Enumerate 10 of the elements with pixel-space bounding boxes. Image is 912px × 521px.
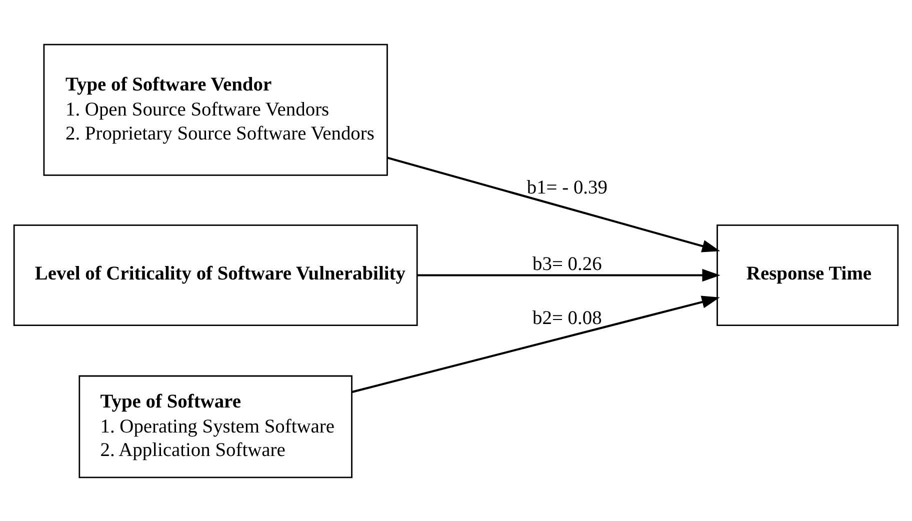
node-box: Type of Software 1. Operating System Software 2. Application Software xyxy=(78,374,352,478)
edge-label: b1= - 0.39 xyxy=(526,177,608,198)
arrow xyxy=(387,156,720,252)
arrow xyxy=(352,295,720,393)
edge-label: b3= 0.26 xyxy=(532,253,602,274)
node-box: Level of Criticality of Software Vulnerability xyxy=(13,224,418,326)
node-box: Type of Software Vendor 1. Open Source Software Vendors 2. Proprietary Source Software Vendors xyxy=(43,43,388,176)
node-box: Response Time xyxy=(716,224,899,326)
arrow xyxy=(417,268,720,282)
edge-label: b2= 0.08 xyxy=(532,308,602,329)
